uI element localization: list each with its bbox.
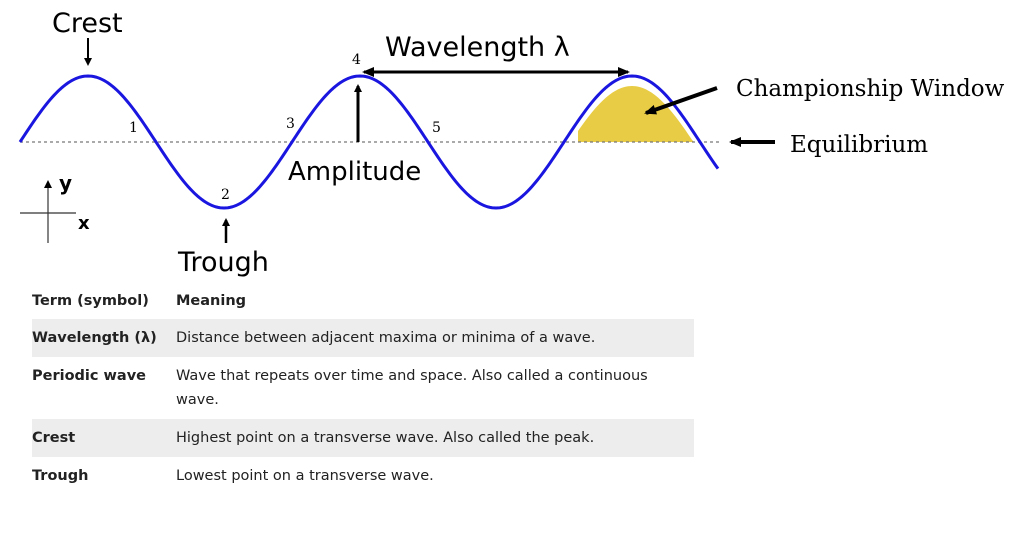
row-term: Trough [32,468,89,484]
point-4-label: 4 [352,52,361,68]
header-meaning: Meaning [176,293,247,309]
row-term: Periodic wave [32,368,147,384]
table-row: Trough Lowest point on a transverse wave… [32,457,694,495]
row-meaning: Highest point on a transverse wave. Also… [176,430,595,446]
championship-window-region [578,86,696,142]
axis-y-label: y [59,171,72,195]
championship-window-arrow [644,86,718,115]
point-2-label: 2 [221,187,230,203]
table-row: Periodic wave Wave that repeats over tim… [32,357,694,419]
point-1-label: 1 [129,120,138,136]
row-meaning: Lowest point on a transverse wave. [176,468,434,484]
trough-label: Trough [177,247,269,278]
crest-label: Crest [52,8,123,39]
table-row: Crest Highest point on a transverse wave… [32,419,694,457]
terms-table: Term (symbol) Meaning Wavelength (λ) Dis… [32,284,694,495]
row-meaning: Wave that repeats over time and space. A… [176,368,648,408]
wavelength-label: Wavelength λ [385,32,570,63]
table-header-row: Term (symbol) Meaning [32,284,694,319]
axis-x-label: x [78,213,90,234]
amplitude-label: Amplitude [288,157,421,187]
table-row: Wavelength (λ) Distance between adjacent… [32,319,694,357]
equilibrium-label: Equilibrium [790,132,928,158]
championship-window-label: Championship Window [736,76,1005,102]
header-term: Term (symbol) [32,293,149,309]
row-meaning: Distance between adjacent maxima or mini… [176,330,596,346]
point-3-label: 3 [286,116,295,132]
row-term: Crest [32,430,76,446]
row-term: Wavelength (λ) [32,330,157,346]
point-5-label: 5 [432,120,441,136]
wave-curve [18,74,720,210]
wave-diagram: Crest Trough Wavelength λ Amplitude 1 2 … [18,8,1005,278]
